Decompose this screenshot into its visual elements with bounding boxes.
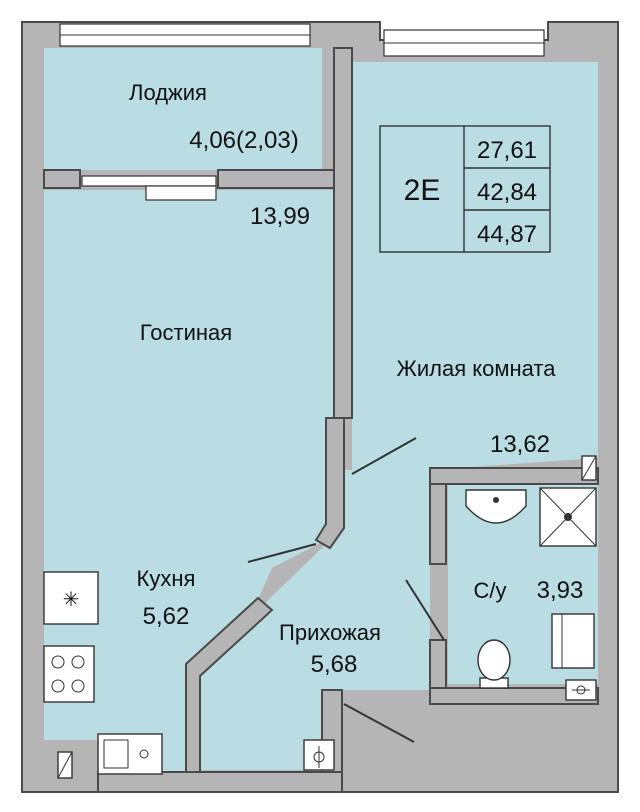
- living-kitchen-floor: [44, 190, 334, 772]
- bath-door: [405, 579, 445, 641]
- hall-name: Прихожая: [279, 620, 381, 645]
- kitchen-door: [247, 543, 317, 563]
- loggia-wall: [43, 169, 81, 189]
- partition-wall-diagonal: [314, 417, 345, 550]
- kitchen-area: 5,62: [143, 603, 190, 630]
- hall-area: 5,68: [311, 651, 358, 678]
- bath-area: 3,93: [537, 577, 584, 604]
- top-window-left: [59, 23, 311, 47]
- kitchen-wall-bottom: [97, 771, 343, 793]
- top-window-right: [383, 29, 545, 57]
- bedroom-door: [351, 437, 417, 475]
- vent-shaft-icon: [57, 751, 73, 779]
- stove-icon: ✳: [43, 571, 99, 625]
- bath-wall-left: [429, 483, 447, 565]
- kitchen-name: Кухня: [137, 566, 196, 591]
- entry-meter-icon: [303, 739, 335, 771]
- bath-wall-top: [429, 467, 599, 485]
- bedroom-area: 13,62: [490, 431, 550, 458]
- area-table: [379, 125, 551, 253]
- loggia-floor: [44, 48, 322, 170]
- living-name: Гостиная: [140, 320, 232, 345]
- area-value-total: 42,84: [477, 179, 537, 206]
- loggia-door: [81, 175, 217, 201]
- bath-wall-bottom: [429, 687, 599, 705]
- hob-icon: [43, 645, 95, 703]
- bath-vent-icon: [581, 455, 597, 481]
- washing-machine-icon: [551, 613, 595, 669]
- bath-name: С/у: [474, 578, 507, 603]
- area-value-with-loggia: 44,87: [477, 221, 537, 248]
- bath-wall-left-low: [429, 639, 447, 689]
- loggia-name: Лоджия: [129, 80, 207, 105]
- shower-icon: [539, 487, 597, 547]
- living-area: 13,99: [250, 203, 310, 230]
- loggia-area: 4,06(2,03): [189, 127, 298, 154]
- kitchen-sink-icon: [97, 733, 163, 775]
- plan-code: 2E: [404, 174, 441, 207]
- electrical-panel-icon: [565, 679, 597, 701]
- hall-wall-diagonal: [185, 596, 274, 773]
- svg-text:✳: ✳: [63, 589, 80, 611]
- entrance-door: [343, 703, 415, 743]
- washbasin-icon: [465, 489, 527, 524]
- bedroom-name: Жилая комната: [397, 356, 557, 381]
- loggia-wall-right: [217, 169, 335, 189]
- partition-wall: [333, 47, 353, 419]
- area-value-living: 27,61: [477, 137, 537, 164]
- toilet-icon: [477, 639, 511, 689]
